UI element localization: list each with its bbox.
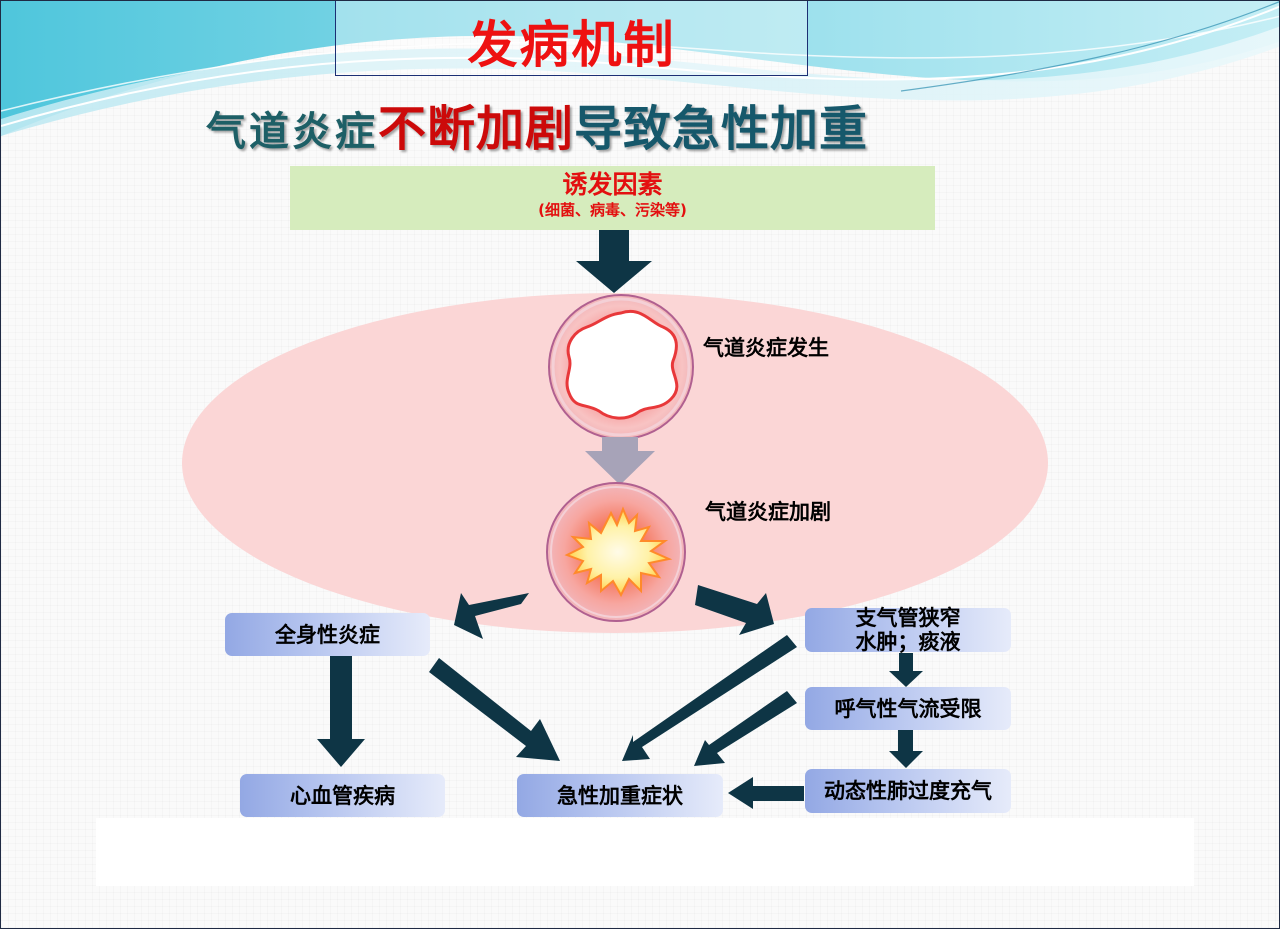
arrow-to-systemic (454, 593, 529, 639)
exacerbation-box: 急性加重症状 (517, 774, 723, 817)
systemic-inflammation-box: 全身性炎症 (225, 613, 430, 656)
arrow-bronchial-to-expiratory (889, 653, 923, 687)
trigger-box: 诱发因素 (细菌、病毒、污染等) (290, 166, 935, 230)
stage-worsening-label: 气道炎症加剧 (705, 500, 831, 524)
hyperinflation-box: 动态性肺过度充气 (805, 769, 1011, 813)
subtitle-part2: 不断加剧 (378, 101, 575, 157)
arrow-expiratory-to-exacerbation (694, 691, 797, 766)
arrow-hyperinflation-to-exacerbation (728, 777, 804, 809)
stage-onset-label: 气道炎症发生 (703, 336, 829, 360)
trigger-title: 诱发因素 (562, 170, 663, 199)
arrow-progress-down (585, 437, 655, 485)
bronchial-line2: 水肿；痰液 (855, 630, 961, 654)
bronchial-narrowing-box: 支气管狭窄 水肿；痰液 (805, 606, 1011, 654)
expiratory-limitation-box: 呼气性气流受限 (805, 687, 1011, 730)
arrow-trigger-down (576, 230, 652, 293)
footer-bar (96, 818, 1194, 886)
cardiovascular-box: 心血管疾病 (240, 774, 445, 817)
airway-onset-icon (548, 294, 694, 440)
arrow-systemic-to-cardio (317, 656, 365, 767)
subtitle: 气道炎症不断加剧导致急性加重 (206, 89, 868, 159)
page-title: 发病机制 (467, 16, 676, 74)
arrow-expiratory-to-hyperinflation (889, 730, 923, 768)
title-frame (335, 1, 808, 76)
airway-worsening-icon (546, 482, 686, 622)
header-wave-decoration (1, 1, 1279, 136)
subtitle-part3: 导致急性加重 (574, 101, 869, 157)
arrow-to-bronchial (695, 585, 774, 635)
arrow-bronchial-to-exacerbation (622, 635, 797, 761)
subtitle-part1: 气道炎症 (206, 109, 378, 155)
bronchial-line1: 支气管狭窄 (855, 606, 961, 630)
arrow-systemic-to-exacerbation (429, 658, 560, 761)
trigger-detail: (细菌、病毒、污染等) (538, 201, 687, 219)
